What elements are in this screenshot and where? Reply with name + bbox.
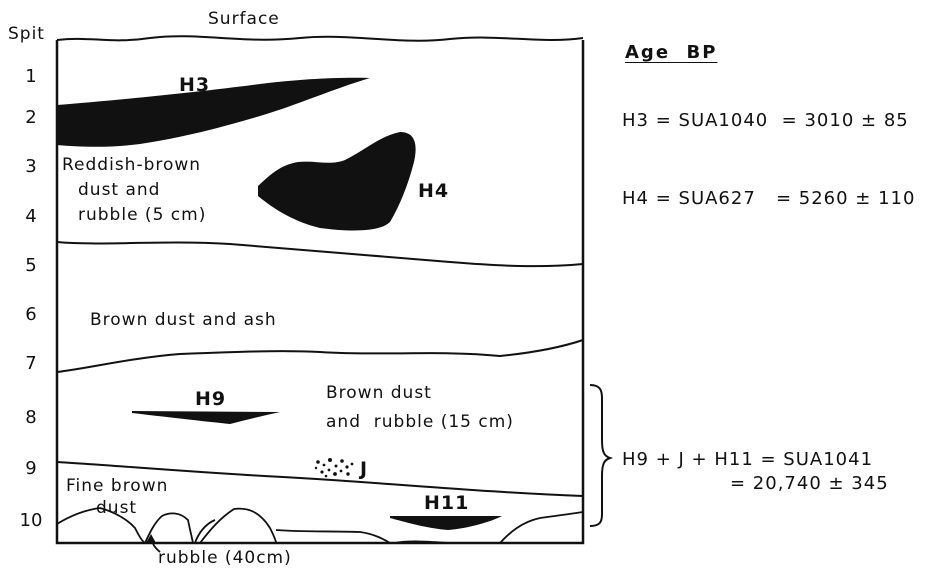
hearth-h3-shape	[57, 78, 370, 147]
j-artefact-scatter	[315, 458, 354, 477]
layer-fine-brown-line1: Fine brown	[66, 478, 168, 495]
spit-number: 7	[16, 355, 46, 373]
spit-number: 10	[16, 512, 46, 530]
age-h9-j-h11-line1: H9 + J + H11 = SUA1041	[622, 451, 873, 469]
hearth-h9-label: H9	[195, 390, 226, 409]
spit-number: 9	[16, 460, 46, 478]
surface-label: Surface	[208, 11, 280, 28]
spit-number: 1	[16, 68, 46, 86]
layer-brown-rubble-line1: Brown dust	[326, 385, 432, 402]
surface-line	[57, 36, 583, 40]
spit-header: Spit	[8, 26, 45, 43]
rubble-40-label: rubble (40cm)	[158, 550, 292, 567]
age-brace	[590, 385, 610, 526]
spit-number: 6	[16, 306, 46, 324]
layer-reddish-line3: rubble (5 cm)	[78, 207, 206, 224]
hearth-j-label: J	[360, 460, 368, 479]
hearth-h4-shape	[258, 132, 416, 230]
boundary-layer-1-2	[57, 242, 583, 266]
hearth-h11-shape	[390, 516, 502, 530]
age-h9-j-h11-line2: = 20,740 ± 345	[730, 475, 889, 493]
spit-number: 3	[16, 158, 46, 176]
boundary-layer-2-3	[57, 340, 583, 372]
age-h4: H4 = SUA627 = 5260 ± 110	[622, 190, 915, 208]
layer-reddish-line2: dust and	[78, 182, 160, 199]
spit-number: 5	[16, 257, 46, 275]
layer-brown-ash: Brown dust and ash	[90, 312, 277, 329]
hearth-h4-label: H4	[418, 182, 449, 201]
layer-fine-brown-line2: dust	[96, 500, 137, 517]
hearth-h9-shape	[132, 411, 280, 424]
hearth-h3-label: H3	[179, 76, 210, 95]
age-h3: H3 = SUA1040 = 3010 ± 85	[622, 112, 909, 130]
layer-brown-rubble-line2: and rubble (15 cm)	[326, 414, 514, 431]
spit-number: 2	[16, 109, 46, 127]
layer-reddish-line1: Reddish-brown	[62, 157, 201, 174]
spit-number: 4	[16, 208, 46, 226]
spit-number: 8	[16, 409, 46, 427]
hearth-h11-label: H11	[424, 494, 469, 513]
age-bp-header: Age BP	[625, 44, 717, 62]
